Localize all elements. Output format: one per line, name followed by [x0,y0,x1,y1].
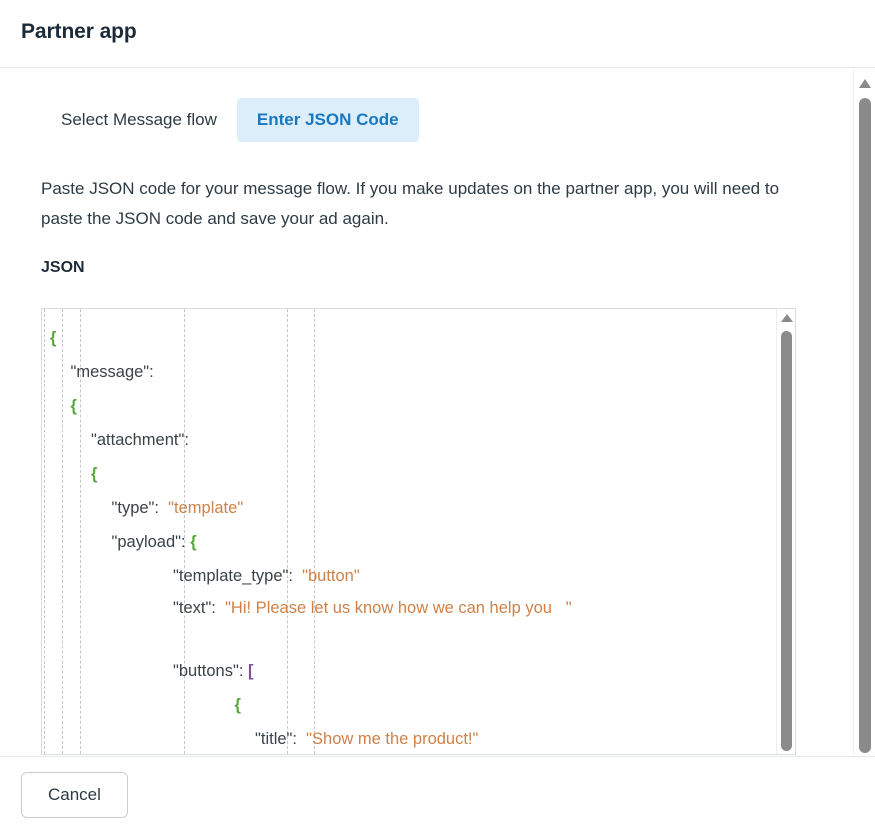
description-text: Paste JSON code for your message flow. I… [41,179,780,228]
code-string-value: "Hi! Please let us know how we can help … [225,599,572,617]
indent-guide [314,309,315,754]
json-code-content[interactable]: { "message": { "attachment": { "type": "templ… [42,321,777,754]
code-line: "attachment": [42,423,777,457]
code-key: "attachment": [91,431,189,449]
json-field-label: JSON [41,259,85,276]
dialog-header: Partner app [0,0,875,68]
code-line: "message": [42,355,777,389]
code-line: { [42,321,777,355]
code-line: "payload": { [42,525,777,559]
dialog-body: Select Message flow Enter JSON Code Past… [0,69,875,755]
code-line: { [42,389,777,423]
code-key: "title": [255,730,297,748]
tab-bar: Select Message flow Enter JSON Code [41,98,419,142]
indent-guide [287,309,288,754]
page-scrollbar[interactable] [853,69,875,755]
cancel-button[interactable]: Cancel [21,772,128,818]
indent-guide [80,309,81,754]
code-brace: { [50,329,57,347]
indent-guide [184,309,185,754]
code-brace: { [91,465,98,483]
code-string-value: "template" [168,499,244,517]
dialog-footer: Cancel [0,756,875,835]
code-line: { [42,457,777,491]
code-line: "text": "Hi! Please let us know how we c… [42,593,777,654]
code-bracket: [ [248,662,254,680]
tab-enter-json-code[interactable]: Enter JSON Code [236,98,419,142]
tab-select-message-flow[interactable]: Select Message flow [61,110,217,129]
scroll-up-arrow-icon[interactable] [781,314,793,322]
code-key: "type": [111,499,160,517]
code-key: "template_type": [173,567,293,585]
code-key: "text": [173,599,216,617]
code-line: "template_type": "button" [42,559,777,593]
code-brace: { [234,696,241,714]
code-brace: { [70,397,77,415]
code-key: "payload": [111,533,186,551]
code-line: "buttons": [ [42,654,777,688]
editor-scrollbar[interactable] [776,309,795,754]
code-line: { [42,688,777,722]
editor-scrollbar-thumb[interactable] [781,331,792,751]
json-editor-viewport[interactable]: { "message": { "attachment": { "type": "templ… [42,309,777,754]
code-key: "message": [70,363,154,381]
page-scrollbar-thumb[interactable] [859,98,871,753]
page-scroll-up-arrow-icon[interactable] [859,79,871,88]
code-key: "buttons": [173,662,244,680]
code-brace: { [190,533,197,551]
code-line: "type": "template" [42,491,777,525]
code-string-value: "button" [302,567,360,585]
json-code-editor[interactable]: { "message": { "attachment": { "type": "templ… [41,308,796,755]
indent-guide [62,309,63,754]
code-line: "title": "Show me the product!" [42,722,777,754]
indent-guide [44,309,45,754]
page-title: Partner app [21,20,137,43]
code-string-value: "Show me the product!" [306,730,479,748]
